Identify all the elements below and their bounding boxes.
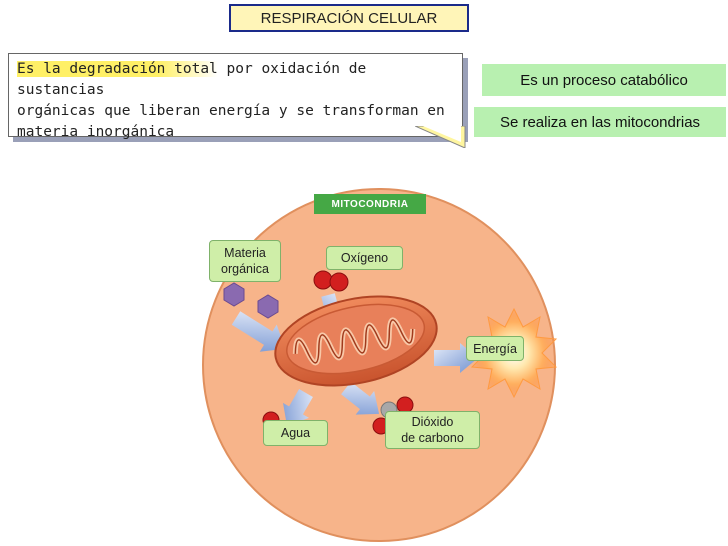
definition-line-3: materia inorgánica bbox=[17, 124, 175, 140]
co2-line-1: Dióxido bbox=[411, 415, 454, 429]
label-water: Agua bbox=[263, 420, 328, 446]
organic-molecule-2 bbox=[257, 294, 279, 319]
label-co2: Dióxido de carbono bbox=[385, 411, 480, 449]
fact-mitochondria: Se realiza en las mitocondrias bbox=[474, 107, 726, 137]
organic-matter-line-1: Materia bbox=[224, 246, 266, 260]
mitochondrion bbox=[274, 295, 438, 387]
definition-line-1: Es la degradación total por oxidación de… bbox=[17, 59, 454, 101]
label-oxygen: Oxígeno bbox=[326, 246, 403, 270]
mitochondria-header: MITOCONDRIA bbox=[314, 194, 426, 214]
organic-molecule-1 bbox=[223, 282, 245, 307]
arrow-co2-out bbox=[341, 381, 380, 415]
arrow-water-out bbox=[283, 389, 313, 426]
definition-line-2: orgánicas que liberan energía y se trans… bbox=[17, 103, 445, 119]
definition-line-1-rest: por oxidación de sustancias bbox=[17, 61, 367, 98]
mitochondria-diagram: MITOCONDRIA Materia orgánica Oxígeno Ene… bbox=[196, 183, 570, 543]
speech-bubble-tail bbox=[415, 126, 466, 148]
oxygen-atom-2 bbox=[329, 272, 349, 292]
oxygen-atom-1 bbox=[313, 270, 333, 290]
page-title: RESPIRACIÓN CELULAR bbox=[229, 4, 469, 32]
diagram-graphics bbox=[202, 188, 558, 542]
label-organic-matter: Materia orgánica bbox=[209, 240, 281, 282]
label-energy: Energía bbox=[466, 336, 524, 361]
co2-line-2: de carbono bbox=[401, 431, 464, 445]
definition-box: Es la degradación total por oxidación de… bbox=[8, 53, 463, 140]
definition-highlight: Es la degradación total bbox=[17, 61, 218, 77]
organic-matter-line-2: orgánica bbox=[221, 262, 269, 276]
arrow-organic-in bbox=[231, 311, 286, 352]
fact-catabolic: Es un proceso catabólico bbox=[482, 64, 726, 96]
